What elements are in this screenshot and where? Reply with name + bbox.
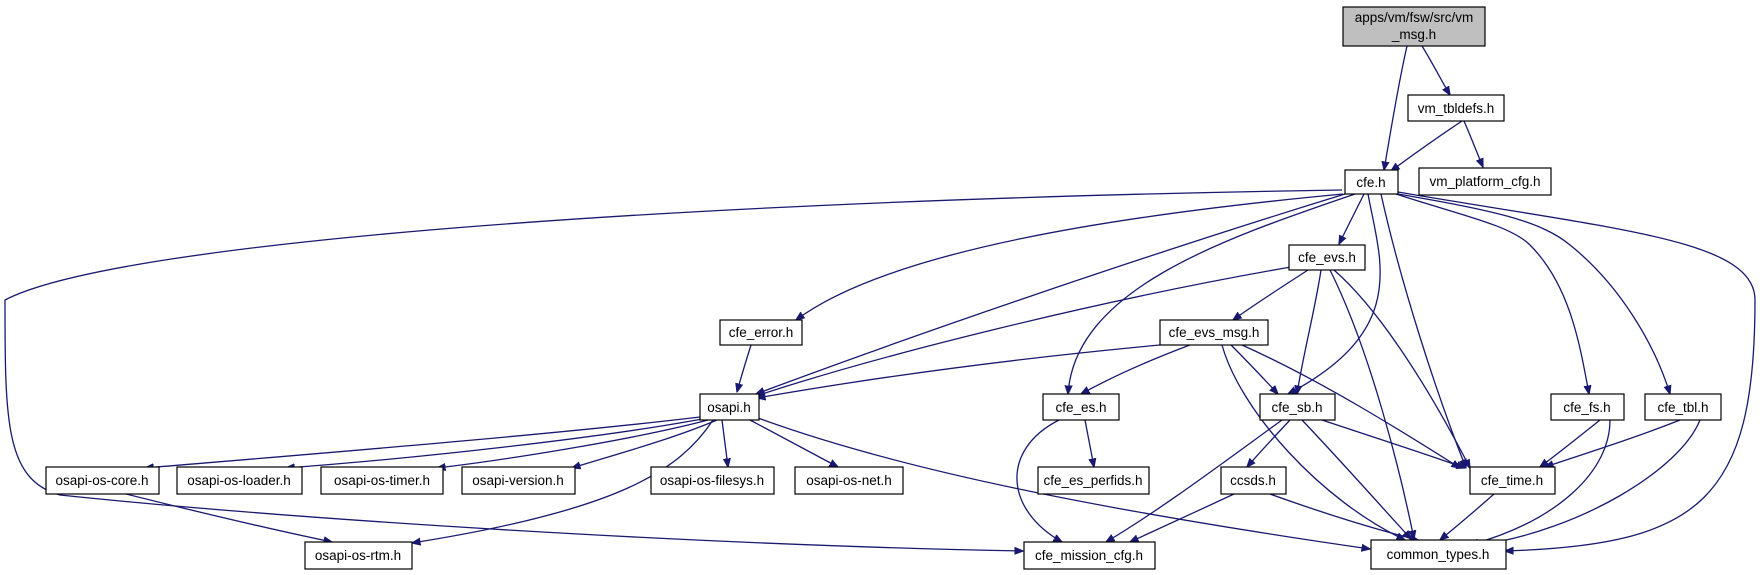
node-cfe_tbl-label: cfe_tbl.h [1657,400,1708,415]
node-cfe_tbl[interactable]: cfe_tbl.h [1644,393,1722,421]
edge-cfe_es-cfe_mission_cfg [1016,419,1062,542]
edge-root-cfe [1384,45,1408,170]
edge-cfe_sb-common_types [1301,419,1411,539]
node-osapi-label: osapi.h [707,400,751,415]
node-cfe_error-label: cfe_error.h [729,325,794,340]
edge-cfe-cfe_evs [1339,193,1365,244]
node-cfe_mission_cfg-label: cfe_mission_cfg.h [1035,548,1143,563]
node-cfe[interactable]: cfe.h [1344,169,1399,195]
edge-cfe_sb-cfe_mission_cfg [1106,419,1283,542]
edge-cfe_sb-ccsds [1247,419,1291,467]
edge-cfe_evs_msg-cfe_es [1081,344,1191,394]
node-cfe_evs_msg[interactable]: cfe_evs_msg.h [1159,319,1269,346]
node-root[interactable]: apps/vm/fsw/src/vm _msg.h [1342,6,1486,47]
node-osapi_os_loader-label: osapi-os-loader.h [187,473,291,488]
edge-cfe-cfe_error [796,193,1344,320]
node-cfe_sb-label: cfe_sb.h [1271,400,1322,415]
edge-osapi_os_core-osapi_os_rtm [125,493,332,542]
node-osapi_os_core[interactable]: osapi-os-core.h [45,466,160,495]
node-cfe_sb[interactable]: cfe_sb.h [1259,393,1336,421]
edge-osapi-osapi_version [572,419,718,468]
node-osapi_version-label: osapi-version.h [472,473,564,488]
nodes: apps/vm/fsw/src/vm _msg.h vm_tbldefs.h c… [45,6,1722,570]
node-cfe_es_perfids-label: cfe_es_perfids.h [1043,473,1142,488]
edge-osapi-osapi_os_timer [437,419,709,468]
node-vm_platform_cfg[interactable]: vm_platform_cfg.h [1418,167,1552,196]
edge-ccsds-common_types [1269,493,1418,540]
edge-cfe_evs-cfe_evs_msg [1233,269,1309,320]
edge-cfe_tbl-cfe_time [1545,419,1681,467]
node-cfe_time-label: cfe_time.h [1481,473,1543,488]
node-ccsds[interactable]: ccsds.h [1220,466,1287,495]
node-osapi_os_rtm[interactable]: osapi-os-rtm.h [304,541,413,570]
node-osapi_os_core-label: osapi-os-core.h [55,473,148,488]
node-cfe_evs-label: cfe_evs.h [1298,250,1356,265]
edge-cfe_evs-common_types [1329,269,1414,539]
node-common_types[interactable]: common_types.h [1370,539,1507,570]
edge-osapi-common_types [757,417,1370,549]
node-cfe_evs_msg-label: cfe_evs_msg.h [1169,325,1260,340]
edge-cfe-cfe_sb [1288,193,1381,394]
edge-cfe-osapi [756,193,1346,394]
edge-osapi-osapi_os_loader [286,418,703,468]
node-root-label-line2: _msg.h [1391,27,1436,42]
edge-osapi-osapi_os_filesys [721,419,728,467]
node-osapi_os_timer-label: osapi-os-timer.h [334,473,430,488]
edge-cfe_es-cfe_es_perfids [1084,419,1094,467]
node-cfe_time[interactable]: cfe_time.h [1469,466,1556,495]
edge-root-vm_tbldefs [1421,45,1450,95]
node-osapi_os_net-label: osapi-os-net.h [806,473,892,488]
node-common_types-label: common_types.h [1387,547,1490,562]
edge-cfe-cfe_tbl [1397,193,1670,394]
node-osapi_os_rtm-label: osapi-os-rtm.h [315,548,401,563]
edge-cfe_fs-cfe_time [1540,419,1601,467]
node-vm_tbldefs[interactable]: vm_tbldefs.h [1407,94,1505,122]
edge-cfe_evs_msg-cfe_time [1241,344,1460,468]
node-osapi_os_loader[interactable]: osapi-os-loader.h [176,466,303,495]
edge-cfe_evs_msg-common_types [1221,344,1405,540]
edge-cfe_evs_msg-osapi [757,344,1161,398]
edge-ccsds-cfe_mission_cfg [1130,493,1235,542]
node-root-label: apps/vm/fsw/src/vm [1355,10,1474,25]
edge-cfe_sb-cfe_time [1321,419,1465,468]
edge-cfe-common_types [1397,191,1756,551]
edge-osapi-osapi_os_core [145,416,701,468]
edge-cfe_time-common_types [1440,493,1495,540]
node-osapi_os_timer[interactable]: osapi-os-timer.h [320,466,444,495]
edge-osapi-osapi_os_rtm [412,419,714,543]
node-vm_platform_cfg-label: vm_platform_cfg.h [1429,174,1540,189]
node-cfe_es-label: cfe_es.h [1055,400,1106,415]
edges [4,45,1756,551]
node-vm_tbldefs-label: vm_tbldefs.h [1418,101,1495,116]
node-osapi_os_net[interactable]: osapi-os-net.h [794,466,904,495]
edge-cfe_evs-cfe_sb [1297,269,1322,394]
edge-vm_tbldefs-vm_platform_cfg [1463,120,1483,167]
node-cfe_es[interactable]: cfe_es.h [1042,393,1120,421]
node-osapi_version[interactable]: osapi-version.h [461,466,576,495]
edge-cfe_evs-cfe_time [1333,269,1470,468]
node-ccsds-label: ccsds.h [1230,473,1276,488]
node-cfe_fs-label: cfe_fs.h [1563,400,1610,415]
edge-cfe_evs-osapi [756,266,1292,396]
edge-cfe_tbl-common_types [1480,419,1701,545]
edge-cfe_evs_msg-cfe_sb [1230,344,1278,394]
node-cfe_error[interactable]: cfe_error.h [719,319,803,346]
node-osapi[interactable]: osapi.h [699,393,760,421]
node-cfe_evs[interactable]: cfe_evs.h [1288,244,1366,271]
node-cfe_es_perfids[interactable]: cfe_es_perfids.h [1037,466,1150,495]
edge-vm_tbldefs-cfe [1391,120,1463,171]
node-osapi_os_filesys[interactable]: osapi-os-filesys.h [650,466,775,495]
edge-osapi-osapi_os_net [749,419,838,467]
edge-cfe_fs-common_types [1470,419,1611,545]
node-cfe_mission_cfg[interactable]: cfe_mission_cfg.h [1023,541,1156,570]
node-osapi_os_filesys-label: osapi-os-filesys.h [660,473,764,488]
node-cfe-label: cfe.h [1356,175,1385,190]
edge-cfe-cfe_mission_cfg [4,189,1343,551]
edge-cfe-cfe_es [1068,193,1356,394]
edge-cfe_error-osapi [737,344,752,392]
node-cfe_fs[interactable]: cfe_fs.h [1550,393,1625,421]
edge-cfe-cfe_fs [1395,193,1589,394]
